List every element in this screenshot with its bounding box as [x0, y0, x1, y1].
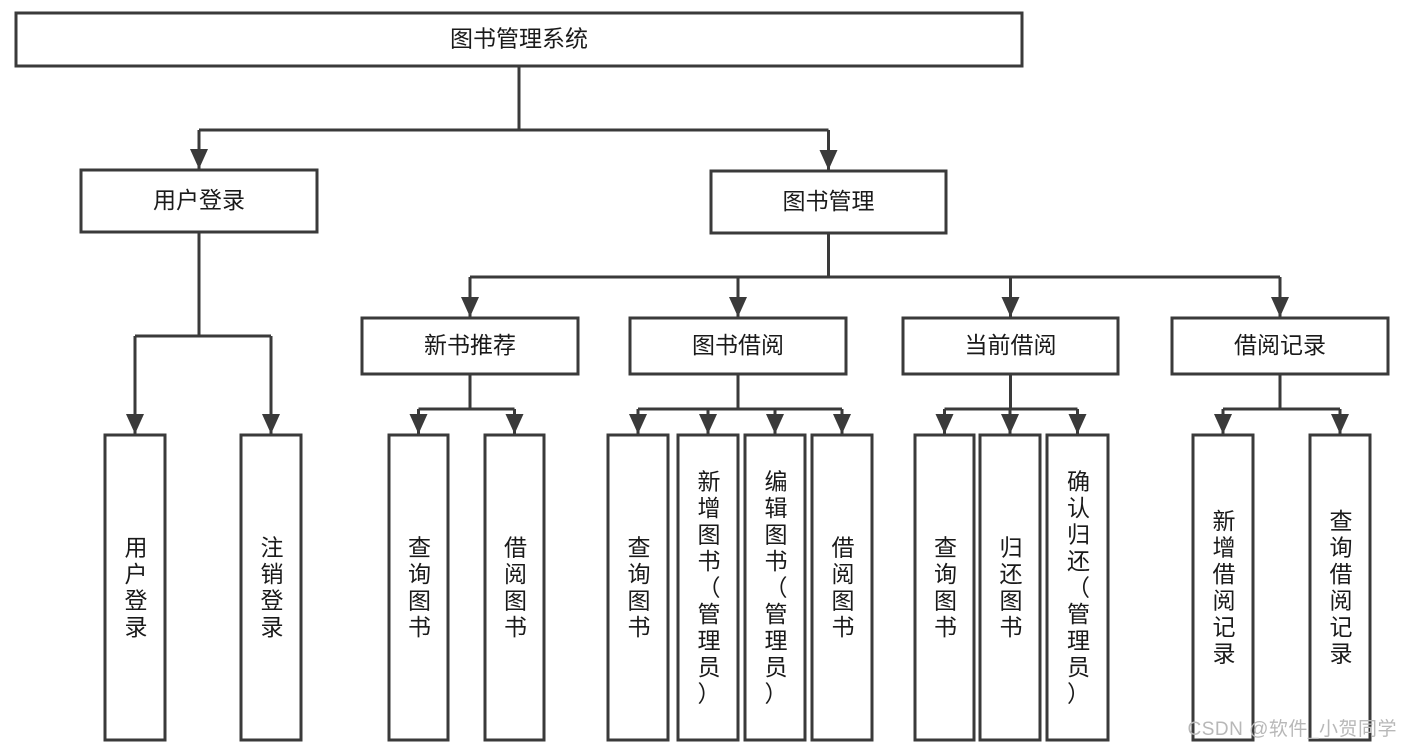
node-box [901, 316, 1120, 376]
arrow-head-icon [729, 297, 747, 317]
node-label: 用户登录 [125, 535, 148, 641]
node-box [360, 316, 580, 376]
node-box [810, 433, 874, 742]
node-root[interactable]: 图书管理系统 [14, 11, 1024, 68]
node-edit-book[interactable]: 编辑图书（管理员） [743, 433, 807, 742]
arrow-head-icon [833, 414, 851, 434]
node-label: 注销登录 [261, 535, 284, 641]
node-query-book-1[interactable]: 查询图书 [387, 433, 450, 742]
node-box [1045, 433, 1110, 742]
node-label: 新增借阅记录 [1213, 508, 1236, 667]
node-borrow-book-2[interactable]: 借阅图书 [810, 433, 874, 742]
arrow-head-icon [409, 414, 428, 434]
node-box [1191, 433, 1255, 742]
node-label: 查询图书 [934, 535, 957, 641]
node-label: 编辑图书（管理员） [765, 468, 788, 706]
arrow-head-icon [1214, 414, 1232, 434]
arrow-head-icon [190, 149, 208, 169]
node-user-login-leaf[interactable]: 用户登录 [103, 433, 167, 742]
node-query-book-2[interactable]: 查询图书 [606, 433, 670, 742]
arrow-head-icon [935, 414, 954, 434]
node-label: 图书借阅 [692, 332, 784, 358]
arrow-head-icon [699, 414, 717, 434]
node-label: 用户登录 [153, 187, 245, 213]
node-label: 图书管理系统 [450, 26, 588, 52]
node-label: 查询图书 [408, 535, 431, 641]
arrow-head-icon [1068, 414, 1087, 434]
node-book-borrow[interactable]: 图书借阅 [628, 316, 848, 376]
node-box [606, 433, 670, 742]
node-borrow-book-1[interactable]: 借阅图书 [483, 433, 546, 742]
node-add-book[interactable]: 新增图书（管理员） [676, 433, 740, 742]
node-box [483, 433, 546, 742]
node-label: 图书管理 [783, 188, 875, 214]
node-box [103, 433, 167, 742]
node-box [14, 11, 1024, 68]
arrow-head-icon [1001, 297, 1020, 317]
node-confirm-return[interactable]: 确认归还（管理员） [1045, 433, 1110, 742]
node-add-borrow-record[interactable]: 新增借阅记录 [1191, 433, 1255, 742]
arrow-head-icon [126, 414, 144, 434]
node-box [743, 433, 807, 742]
node-label: 新书推荐 [424, 332, 516, 358]
node-current-borrow[interactable]: 当前借阅 [901, 316, 1120, 376]
node-box [628, 316, 848, 376]
node-user-login[interactable]: 用户登录 [79, 168, 319, 234]
node-box [676, 433, 740, 742]
node-label: 新增图书（管理员） [698, 468, 721, 706]
node-query-borrow-record[interactable]: 查询借阅记录 [1308, 433, 1372, 742]
arrow-head-icon [461, 297, 479, 317]
node-user-logout-leaf[interactable]: 注销登录 [239, 433, 303, 742]
arrow-head-icon [505, 414, 524, 434]
node-box [913, 433, 976, 742]
node-label: 确认归还（管理员） [1067, 468, 1090, 706]
node-box [79, 168, 319, 234]
node-label: 查询图书 [628, 535, 651, 641]
node-new-book-recommend[interactable]: 新书推荐 [360, 316, 580, 376]
node-box [1170, 316, 1390, 376]
arrow-head-icon [1271, 297, 1289, 317]
node-label: 借阅记录 [1234, 332, 1326, 358]
node-query-book-3[interactable]: 查询图书 [913, 433, 976, 742]
node-box [387, 433, 450, 742]
node-borrow-record[interactable]: 借阅记录 [1170, 316, 1390, 376]
node-box [239, 433, 303, 742]
node-box [978, 433, 1042, 742]
arrow-head-icon [262, 414, 280, 434]
arrow-head-icon [1331, 414, 1349, 434]
arrow-head-icon [819, 150, 838, 170]
node-book-management[interactable]: 图书管理 [709, 169, 948, 235]
node-box [709, 169, 948, 235]
node-label: 借阅图书 [504, 535, 527, 641]
watermark-label: CSDN @软件_小贺同学 [1187, 719, 1397, 740]
node-label: 归还图书 [1000, 535, 1023, 641]
node-box [1308, 433, 1372, 742]
arrow-head-icon [629, 414, 647, 434]
node-label: 当前借阅 [965, 332, 1057, 358]
node-label: 借阅图书 [832, 535, 855, 641]
connector-layer [126, 66, 1349, 434]
node-label: 查询借阅记录 [1330, 508, 1353, 667]
node-layer: 图书管理系统用户登录图书管理新书推荐图书借阅当前借阅借阅记录用户登录注销登录查询… [14, 11, 1390, 742]
arrow-head-icon [766, 414, 784, 434]
node-return-book[interactable]: 归还图书 [978, 433, 1042, 742]
arrow-head-icon [1001, 414, 1019, 434]
